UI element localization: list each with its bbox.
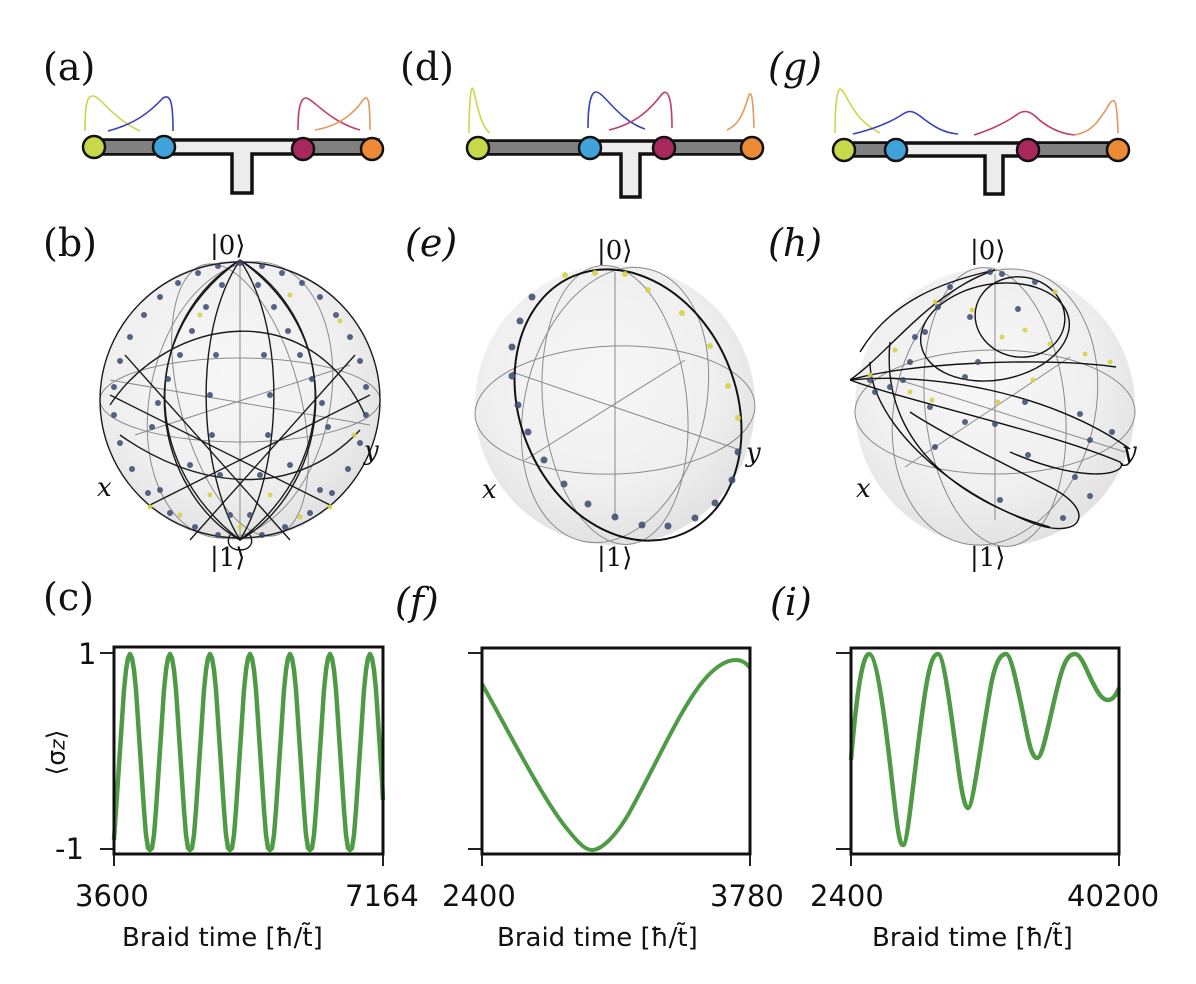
majorana-gamma2: [151, 134, 177, 160]
panel-label-h: (h): [768, 221, 823, 265]
ket-1-label-h: |1⟩: [970, 543, 1006, 573]
xtick-c-start: 3600: [75, 879, 149, 913]
panel-label-a: (a): [43, 45, 96, 89]
ket-0-label-b: |0⟩: [210, 231, 246, 261]
xlabel-i: Braid time [ħ/t̃]: [872, 923, 1073, 953]
majorana-gamma4: [739, 135, 765, 161]
majorana-gamma3: [1015, 137, 1041, 163]
bloch-sphere-e: [474, 265, 756, 545]
trajectory-curves: [849, 269, 1131, 530]
ytick-minus1: -1: [55, 832, 84, 866]
trajectory-orbit: [513, 268, 743, 542]
xtick-i-end: 40200: [1067, 879, 1160, 913]
wavefunction-orange: [726, 93, 755, 131]
xlabel-c: Braid time [ħ/t̃]: [122, 923, 323, 953]
plot-i-sigma-z: [836, 646, 1122, 866]
bloch-sphere-h: [849, 267, 1136, 547]
panel-label-i: (i): [770, 580, 812, 624]
majorana-gamma2: [883, 137, 909, 163]
wavefunction-pink: [973, 110, 1076, 136]
majorana-gamma4: [1105, 137, 1131, 163]
plot-c-sigma-z: [100, 645, 386, 866]
wavefunction-blue: [587, 91, 646, 130]
wavefunction-yellow: [84, 95, 141, 132]
nanowire-diagram-d: [465, 87, 765, 199]
plot-frame: [849, 646, 1121, 856]
majorana-gamma3: [651, 135, 677, 161]
majorana-gamma2: [577, 135, 603, 161]
ylabel-sigma-z: ⟨σz⟩: [41, 729, 71, 776]
xtick-f-end: 3780: [710, 879, 784, 913]
wavefunction-yellow: [834, 88, 881, 134]
nanowire-diagram-g: [831, 88, 1131, 196]
trajectory-points-yellow: [147, 292, 357, 530]
sigma-z-curve: [848, 651, 1122, 848]
x-axis-label-e: x: [482, 475, 497, 505]
plot-frame: [112, 645, 385, 856]
plot-frame: [480, 646, 752, 856]
trajectory-points-yellow: [562, 270, 741, 421]
trajectory-points: [111, 260, 369, 538]
wavefunction-pink: [297, 97, 361, 131]
xlabel-f: Braid time [ħ/t̃]: [497, 923, 698, 953]
nanowire-diagram-a: [81, 95, 385, 195]
bloch-sphere-b: [99, 259, 381, 551]
xtick-i-start: 2400: [810, 879, 884, 913]
panel-label-g: (g): [768, 45, 822, 89]
y-axis-label-e: y: [746, 438, 761, 468]
panel-label-c: (c): [43, 575, 94, 619]
panel-label-f: (f): [395, 580, 439, 624]
x-axis-label-b: x: [97, 473, 112, 503]
ket-0-label-h: |0⟩: [970, 236, 1006, 266]
ket-1-label-b: |1⟩: [210, 543, 246, 573]
majorana-gamma4: [359, 136, 385, 162]
wavefunction-orange: [1073, 99, 1119, 136]
xtick-c-end: 7164: [345, 879, 419, 913]
wavefunction-pink: [608, 91, 673, 131]
majorana-gamma1: [81, 134, 107, 160]
wavefunction-orange: [314, 97, 371, 131]
wavefunction-blue: [107, 96, 174, 132]
majorana-gamma1: [465, 135, 491, 161]
ket-1-label-e: |1⟩: [597, 543, 633, 573]
trajectory-points: [508, 293, 742, 530]
y-axis-label-h: y: [1122, 437, 1137, 467]
plot-f-sigma-z: [468, 646, 752, 866]
trajectory-points: [867, 269, 1115, 521]
x-axis-label-h: x: [856, 474, 871, 504]
sigma-z-curve: [480, 657, 752, 853]
wavefunction-blue: [852, 110, 959, 135]
sigma-z-curve: [111, 651, 386, 853]
ytick-1: 1: [78, 637, 97, 671]
panel-label-e: (e): [405, 221, 458, 265]
wavefunction-yellow: [468, 87, 491, 134]
majorana-gamma1: [831, 137, 857, 163]
panel-label-b: (b): [43, 221, 97, 265]
majorana-gamma3: [290, 136, 316, 162]
trajectory-points-yellow: [867, 289, 1113, 405]
xtick-f-start: 2400: [442, 879, 516, 913]
panel-label-d: (d): [400, 45, 454, 89]
y-axis-label-b: y: [364, 436, 379, 466]
ket-0-label-e: |0⟩: [597, 236, 633, 266]
